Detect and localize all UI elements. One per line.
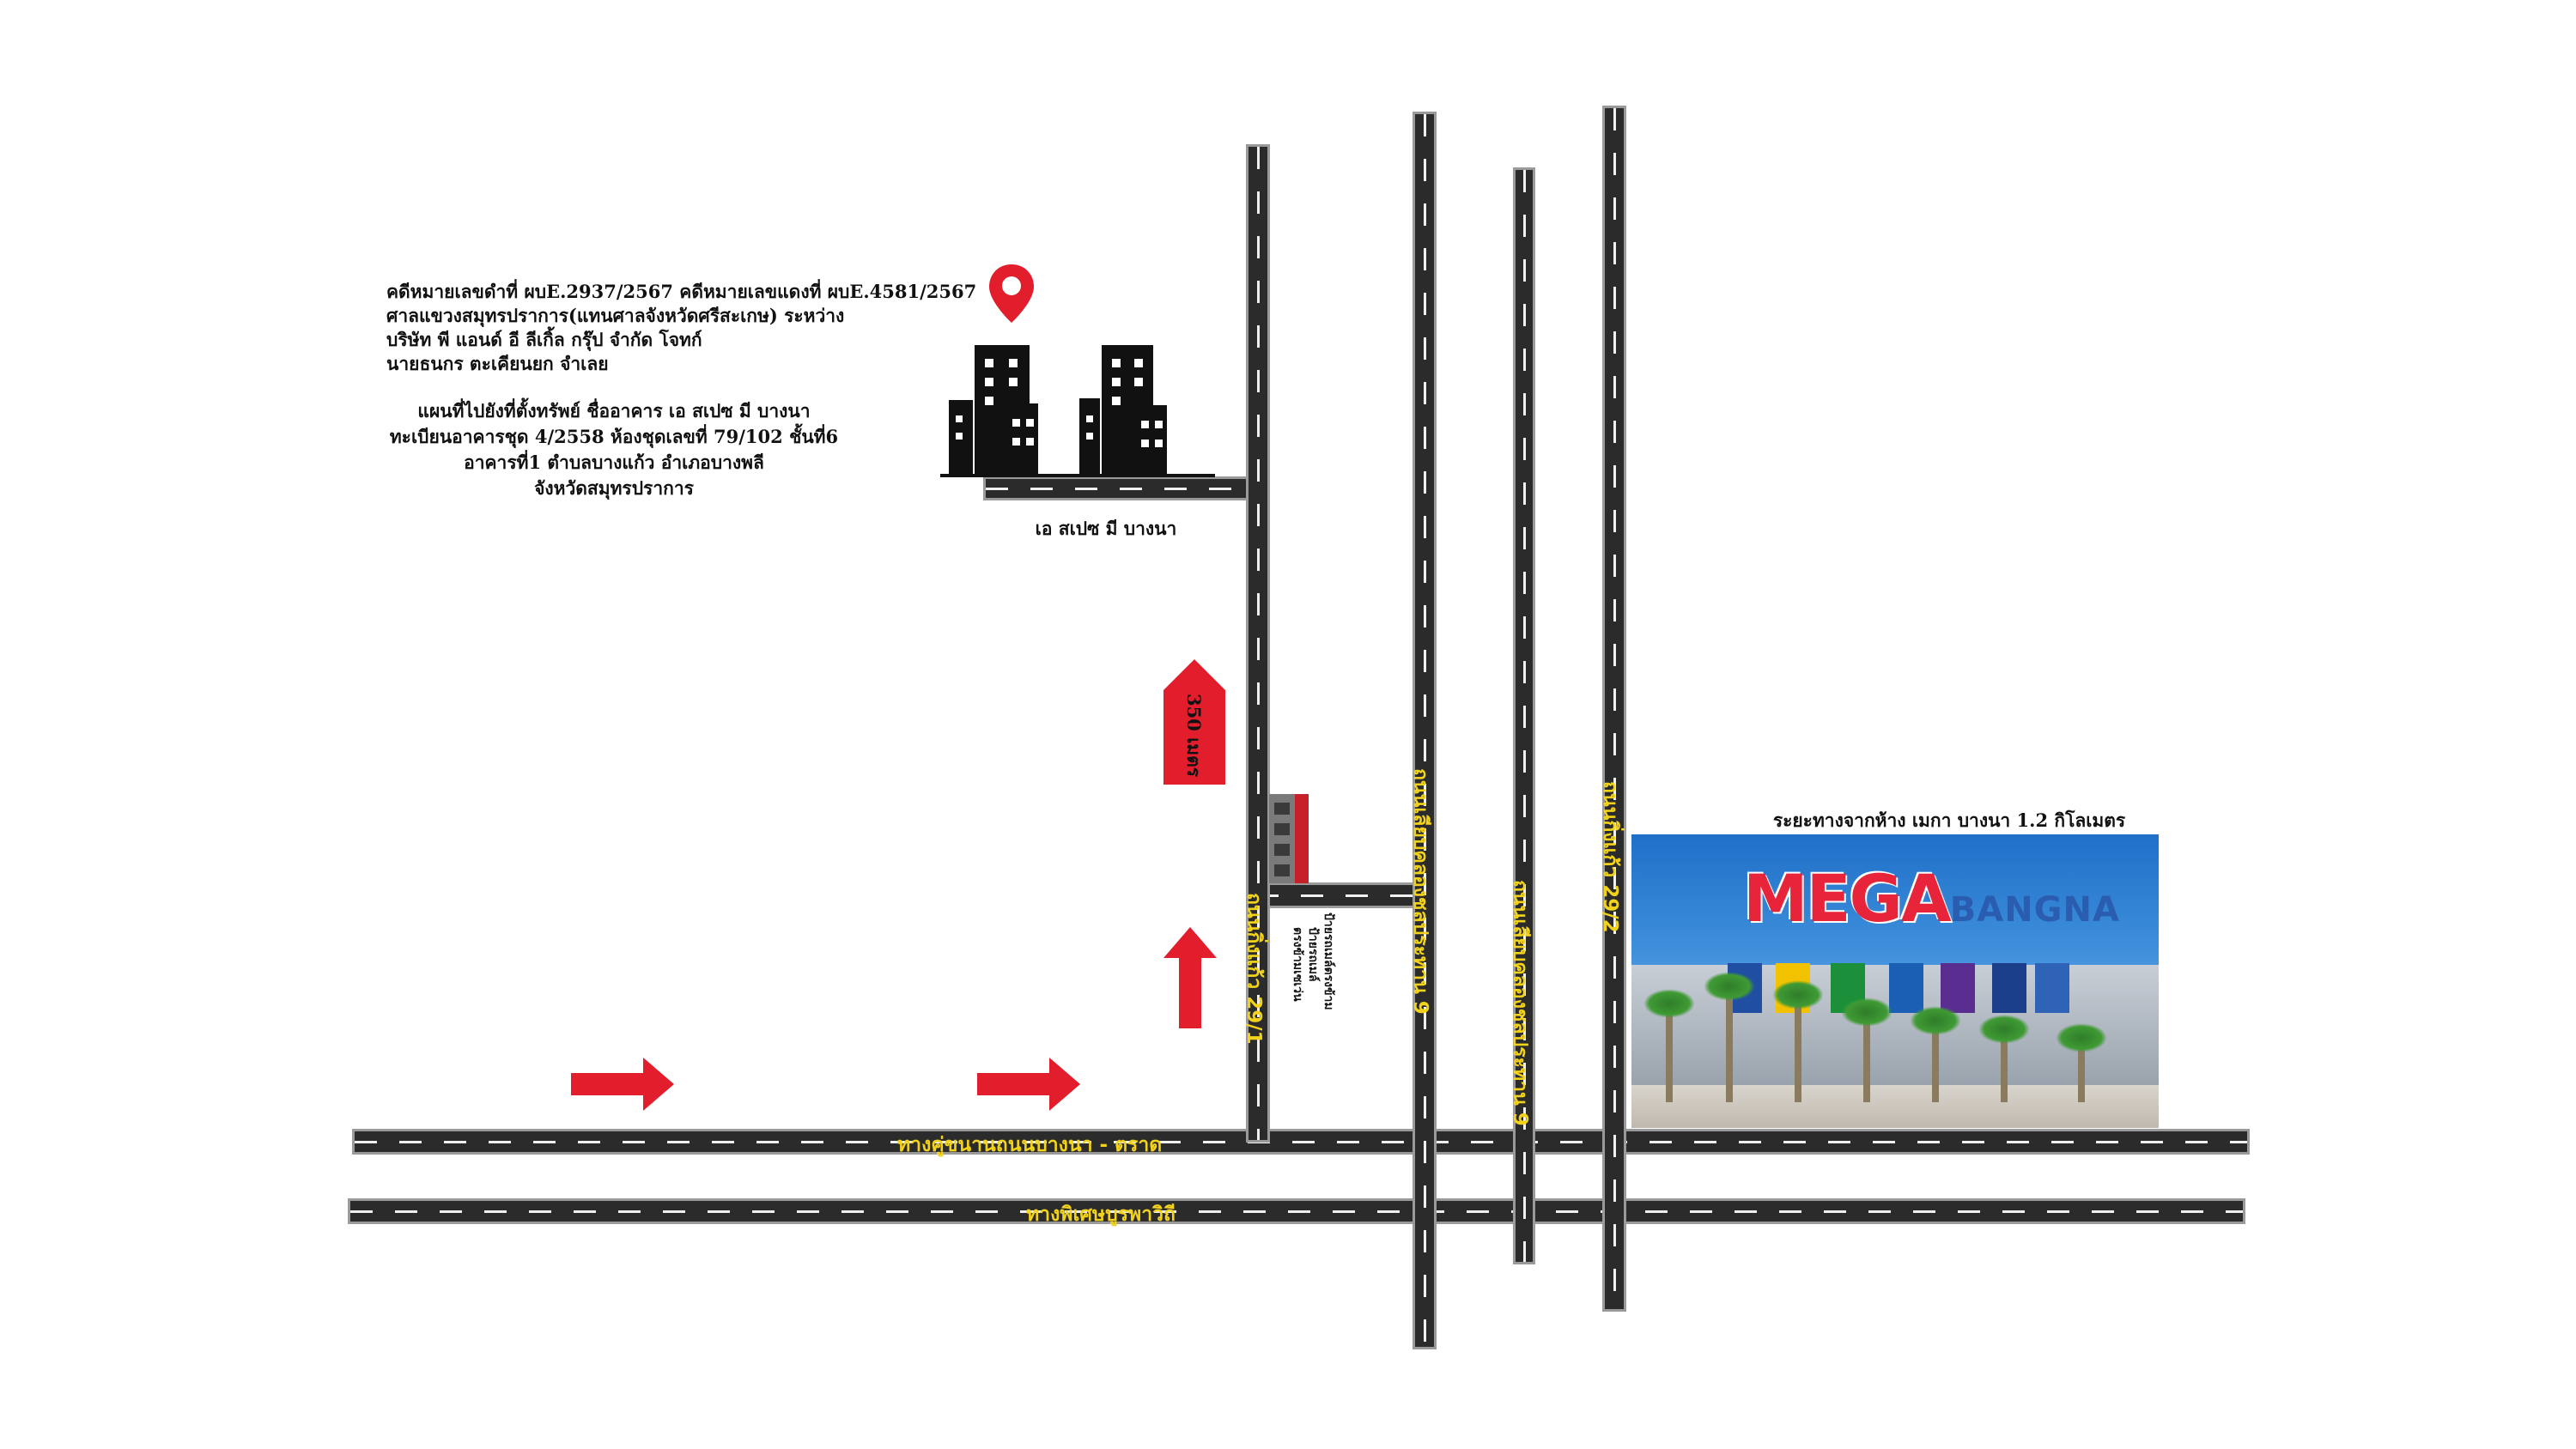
bank-logo-icon — [2035, 963, 2069, 1013]
bank-logo-icon — [1941, 963, 1975, 1013]
location-pin-icon — [989, 264, 1034, 323]
mall-sign: MEGABANGNA — [1743, 860, 2120, 937]
location-line-1: แผนที่ไปยังที่ตั้งทรัพย์ ชื่ออาคาร เอ สเ… — [417, 400, 811, 421]
building-label: เอ สเปซ มี บางนา — [1035, 518, 1177, 539]
road-soi-3 — [1513, 167, 1535, 1264]
location-line-3: อาคารที่1 ตำบลบางแก้ว อำเภอบางพลี — [464, 452, 764, 473]
bus-stop-line-2: ตรงข้ามเซเว่น — [1291, 927, 1304, 1002]
palm-tree — [2056, 1023, 2107, 1102]
bus-stop-line-3: ป้ายรถเมล์ตรงข้าม — [1321, 912, 1335, 1010]
case-line-2: ศาลแขวงสมุทรปราการ(แทนศาลจังหวัดศรีสะเกษ… — [386, 305, 845, 326]
palm-tree — [1772, 980, 1824, 1102]
label-highway-lower: ทางพิเศษบูรพาวิถี — [1026, 1203, 1176, 1226]
mall-photo: MEGABANGNA — [1631, 834, 2159, 1128]
mall-caption: ระยะทางจากห้าง เมกา บางนา 1.2 กิโลเมตร — [1772, 809, 2126, 831]
case-line-3: บริษัท พี แอนด์ อี ลีเกิ้ล กรุ๊ป จำกัด โ… — [386, 329, 702, 350]
arrow-right-icon — [977, 1058, 1080, 1111]
arrow-up-icon — [1163, 927, 1217, 1028]
building-marker-icon — [1269, 794, 1309, 883]
label-soi-2: ถนนเลียบคลองชลประทาน 9 — [1409, 768, 1431, 1015]
road-highway-lower — [348, 1198, 2245, 1224]
label-soi-1: ถนนกิ่งแก้ว 29/1 — [1242, 893, 1265, 1045]
road-soi-1 — [1246, 144, 1270, 1143]
distance-sign-arrow — [1163, 659, 1225, 785]
label-soi-4: ถนนกิ่งแก้ว 29/2 — [1599, 781, 1621, 933]
palm-tree — [1841, 997, 1893, 1102]
road-highway-upper — [352, 1129, 2250, 1155]
case-info: คดีหมายเลขดำที่ ผบE.2937/2567 คดีหมายเลข… — [386, 280, 976, 376]
label-soi-3: ถนนเลียบคลองชลประทาน 9 — [1509, 880, 1531, 1126]
palm-tree — [1704, 972, 1755, 1102]
label-highway-upper: ทางคู่ขนานถนนบางนา - ตราด — [897, 1134, 1163, 1156]
palm-tree — [1910, 1006, 1961, 1102]
case-line-4: นายธนกร ตะเคียนยก จำเลย — [386, 353, 609, 374]
road-middle-connector — [1254, 882, 1417, 908]
location-info: แผนที่ไปยังที่ตั้งทรัพย์ ชื่ออาคาร เอ สเ… — [382, 398, 846, 501]
city-buildings-icon — [940, 345, 1215, 477]
road-soi-4 — [1602, 106, 1626, 1312]
mall-sign-bangna: BANGNA — [1949, 890, 2120, 930]
bank-logo-icon — [1992, 963, 2026, 1013]
arrow-right-icon — [571, 1058, 674, 1111]
palm-tree — [1643, 989, 1695, 1102]
palm-tree — [1978, 1015, 2030, 1102]
road-soi-2 — [1413, 112, 1437, 1349]
road-building-access — [983, 476, 1254, 500]
location-line-4: จังหวัดสมุทรปราการ — [534, 477, 694, 499]
mall-sign-mega: MEGA — [1743, 860, 1952, 937]
distance-sign-label: 350 เมตร — [1181, 687, 1215, 781]
location-line-2: ทะเบียนอาคารชุด 4/2558 ห้องชุดเลขที่ 79/… — [389, 426, 839, 447]
mall-ground — [1631, 1085, 2159, 1128]
distance-text: 350 เมตร — [1183, 693, 1206, 778]
case-line-1: คดีหมายเลขดำที่ ผบE.2937/2567 คดีหมายเลข… — [386, 281, 977, 302]
bank-logo-icon — [1889, 963, 1923, 1013]
